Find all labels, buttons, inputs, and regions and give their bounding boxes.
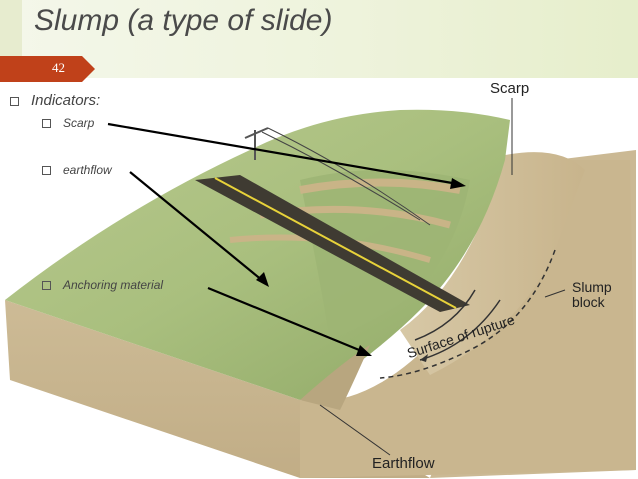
- slide-number-tab: [0, 56, 95, 82]
- bullet-item-scarp: Scarp: [42, 116, 94, 130]
- bullet-box-icon: [10, 96, 19, 106]
- slide-title: Slump (a type of slide): [34, 4, 333, 37]
- earthflow-lobe: [300, 345, 370, 410]
- bullet-box-icon: [42, 166, 51, 176]
- bullet-box-icon: [42, 119, 51, 129]
- label-earthflow: Earthflow: [372, 455, 435, 472]
- rupture-line: [379, 249, 556, 379]
- scarp-face: [400, 152, 585, 375]
- label-scarp: Scarp: [490, 80, 530, 97]
- bullet-heading: Indicators:: [10, 92, 100, 109]
- bullet-item-earthflow: earthflow: [42, 163, 112, 177]
- arrow-earthflow: [129, 171, 264, 282]
- label-slump-block: Slump block: [572, 279, 612, 310]
- arrow-anchoring: [207, 286, 365, 354]
- power-pole: [244, 127, 269, 160]
- title-bar: Slump (a type of slide): [0, 0, 638, 78]
- bullet-box-icon: [42, 281, 51, 291]
- bullet-item-anchoring: Anchoring material: [42, 278, 163, 292]
- arrow-scarp: [107, 122, 459, 186]
- earthflow-leader: [319, 404, 391, 456]
- slump-block-leader: [544, 289, 566, 298]
- slide-number: 42: [52, 60, 65, 75]
